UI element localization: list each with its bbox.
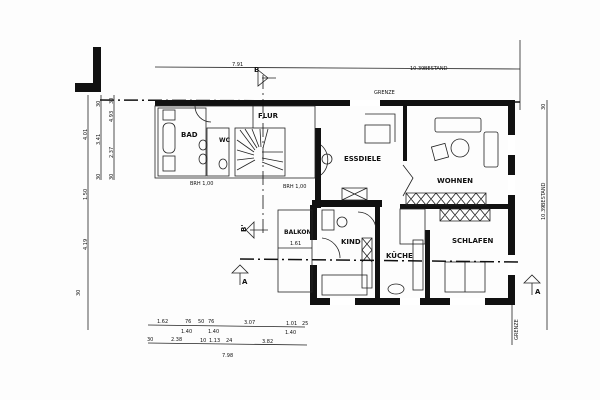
bottom-dim-row1-1: 1.62 bbox=[157, 319, 168, 325]
bottom-dim-row1-5: 3.07 bbox=[244, 320, 255, 326]
room-label-schlafen: SCHLAFEN bbox=[452, 237, 493, 245]
left-dim-inner-2: 4.93 bbox=[109, 111, 115, 122]
left-dim-outer-3: 4.19 bbox=[83, 239, 89, 250]
left-dim-inner-1: 30 bbox=[109, 98, 115, 104]
bottom-dim-row2-5: 24 bbox=[226, 338, 232, 344]
bottom-dim-row1-7: 25 bbox=[302, 321, 308, 327]
bottom-dim-row1-4: 76 bbox=[208, 319, 214, 325]
right-dim-top: 30 bbox=[541, 104, 547, 110]
bottom-dim-row1-2: 76 bbox=[185, 319, 191, 325]
left-dim-outer-1: 4.01 bbox=[83, 129, 89, 140]
room-label-flur: FLUR bbox=[258, 112, 279, 120]
section-marker-icons bbox=[231, 69, 541, 295]
room-label-wohnen: WOHNEN bbox=[437, 177, 473, 185]
bottom-dim-row2-1: 30 bbox=[147, 337, 153, 343]
room-label-balkon: BALKON bbox=[284, 229, 312, 236]
left-dim-outer-2: 1.50 bbox=[83, 189, 89, 200]
room-label-wc: WC bbox=[219, 137, 231, 144]
top-dimension-line bbox=[154, 66, 521, 70]
brh-right: BRH 1,00 bbox=[283, 184, 306, 190]
right-dim-note: BESTAND bbox=[541, 182, 547, 206]
top-dim-2: 10.39 bbox=[410, 66, 424, 72]
section-marker-b-top: B bbox=[254, 66, 259, 74]
left-dim-inner-3: 2.37 bbox=[109, 147, 115, 158]
bottom-dim-row1-sub-3: 1.40 bbox=[285, 330, 296, 336]
exterior-walls bbox=[155, 100, 515, 305]
right-dim: 10.39 bbox=[541, 206, 547, 220]
left-dim-middle-3: 30 bbox=[96, 174, 102, 180]
top-dim-1: 7.91 bbox=[232, 62, 243, 68]
left-dimension-lines bbox=[87, 95, 115, 330]
bottom-dimension-lines bbox=[147, 324, 308, 346]
balcony bbox=[277, 209, 313, 293]
bottom-dim-row2-6: 3.82 bbox=[262, 339, 273, 345]
neighbour-wall bbox=[75, 47, 101, 92]
room-label-kueche: KÜCHE bbox=[386, 251, 413, 260]
left-dim-middle-1: 30 bbox=[96, 101, 102, 107]
sanitary-block bbox=[154, 105, 316, 179]
grenze-right-label: GRENZE bbox=[514, 319, 520, 340]
room-label-bad: BAD bbox=[181, 131, 198, 139]
section-marker-a-left: A bbox=[242, 278, 248, 286]
section-marker-b-left: B' bbox=[240, 225, 248, 232]
furniture bbox=[321, 113, 499, 296]
balkon-size: 1.61 bbox=[290, 241, 301, 247]
bottom-dim-row2-4: 1.13 bbox=[209, 338, 220, 344]
grenze-top-label: GRENZE bbox=[374, 90, 395, 96]
interior-walls bbox=[312, 106, 508, 298]
bottom-dim-row2-3: 10 bbox=[200, 338, 206, 344]
entrance-symbol bbox=[320, 144, 333, 176]
top-dim-2-note: BESTAND bbox=[424, 66, 448, 72]
section-marker-a-right: A bbox=[535, 288, 541, 296]
bottom-dim-row1-3: 50 bbox=[198, 319, 204, 325]
bottom-dim-row1-6: 1.01 bbox=[286, 321, 297, 327]
bottom-dim-row2-2: 2.38 bbox=[171, 337, 182, 343]
staircase bbox=[234, 127, 286, 177]
bottom-dim-row1-sub-1: 1.40 bbox=[181, 329, 192, 335]
left-dim-middle-2: 3.41 bbox=[96, 134, 102, 145]
bottom-dim-total: 7.98 bbox=[222, 353, 233, 359]
room-label-essdiele: ESSDIELE bbox=[344, 155, 381, 163]
bottom-dim-row1-sub-2: 1.40 bbox=[208, 329, 219, 335]
brh-left: BRH 1,00 bbox=[190, 181, 213, 187]
left-dim-outer-4: 30 bbox=[76, 290, 82, 296]
left-dim-inner-4: 30 bbox=[109, 174, 115, 180]
room-label-kind: KIND bbox=[341, 238, 361, 246]
